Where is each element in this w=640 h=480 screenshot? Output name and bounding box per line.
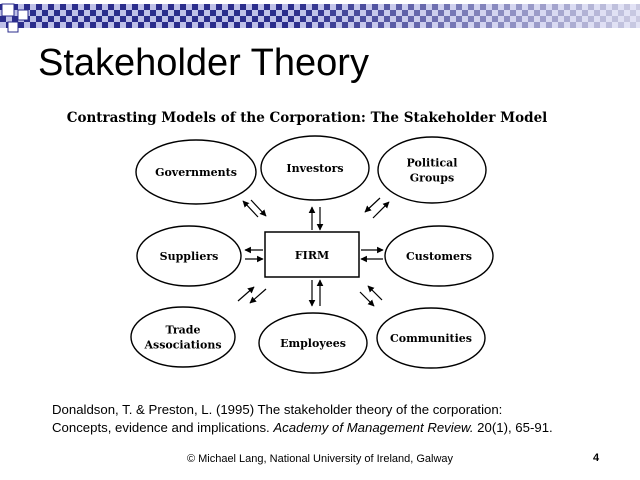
stakeholder-ellipse [258, 312, 368, 374]
arrow-communities [359, 291, 375, 307]
stakeholder-suppliers: Suppliers [136, 225, 242, 287]
arrow-political [372, 201, 390, 219]
stakeholder-label: Suppliers [160, 250, 219, 263]
stakeholder-employees: Employees [258, 312, 368, 374]
stakeholder-model-diagram: Contrasting Models of the Corporation: T… [67, 110, 548, 374]
stakeholder-communities: Communities [376, 307, 486, 369]
stakeholder-label: Employees [280, 337, 346, 350]
arrow-political [364, 197, 381, 213]
arrow-governments [250, 199, 267, 217]
stakeholder-label: Communities [390, 332, 472, 345]
stakeholder-customers: Customers [384, 225, 494, 287]
footer-copyright: © Michael Lang, National University of I… [186, 453, 454, 465]
stakeholder-ellipse [260, 135, 370, 201]
stakeholder-investors: Investors [260, 135, 370, 201]
stakeholder-label: Groups [410, 172, 454, 185]
stakeholder-label: Investors [286, 162, 343, 175]
checkered-header-pattern [0, 3, 640, 33]
stakeholder-label: Trade [166, 324, 201, 337]
stakeholder-governments: Governments [135, 139, 257, 205]
stakeholder-label: Customers [406, 250, 472, 263]
stakeholder-ellipse [377, 136, 487, 204]
citation-volume: 20(1), 65-91. [473, 420, 553, 435]
arrow-trade [249, 288, 267, 304]
stakeholder-ellipse [130, 306, 236, 368]
firm-box [264, 231, 360, 278]
arrow-governments [242, 200, 259, 218]
stakeholder-label: Political [407, 157, 458, 170]
diagram-title: Contrasting Models of the Corporation: T… [67, 110, 548, 126]
stakeholder-label: Associations [143, 339, 221, 352]
citation-line-2: Concepts, evidence and implications. Aca… [52, 419, 553, 437]
stakeholder-ellipse [136, 225, 242, 287]
slide-title: Stakeholder Theory [38, 42, 369, 84]
firm-label: FIRM [295, 249, 329, 262]
citation-journal: Academy of Management Review. [273, 420, 474, 435]
stakeholder-label: Governments [155, 166, 237, 179]
stakeholder-ellipse [376, 307, 486, 369]
stakeholder-ellipse [135, 139, 257, 205]
citation-line-1: Donaldson, T. & Preston, L. (1995) The s… [52, 402, 503, 417]
citation: Donaldson, T. & Preston, L. (1995) The s… [52, 401, 553, 437]
page-number: 4 [593, 452, 600, 464]
stakeholder-ellipse [384, 225, 494, 287]
arrow-trade [237, 286, 255, 302]
arrow-communities [367, 285, 383, 301]
citation-article-text: Concepts, evidence and implications. [52, 420, 274, 435]
